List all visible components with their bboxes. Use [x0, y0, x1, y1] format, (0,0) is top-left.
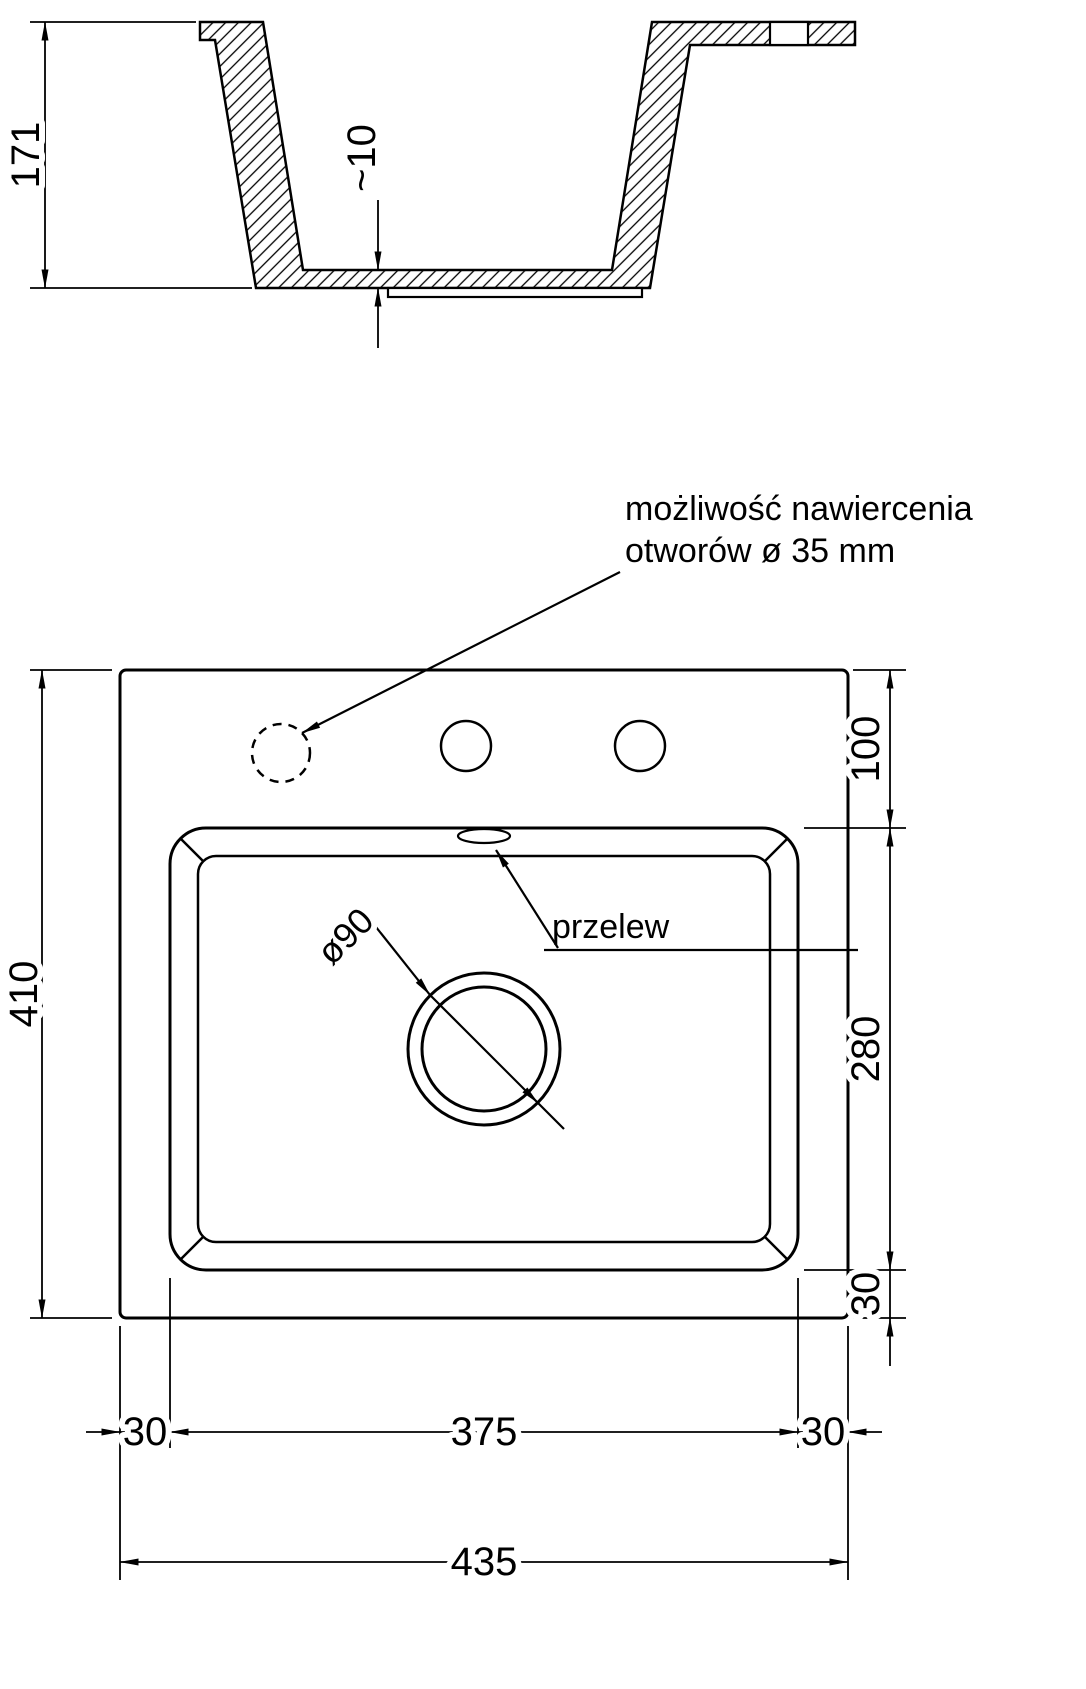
overflow-annotation: przelew	[495, 849, 858, 952]
overflow-leader	[495, 849, 559, 949]
cross-section-view: 171 ~10	[0, 20, 857, 348]
dim-total-height-410: 410	[0, 669, 112, 1319]
dim-bottom-thickness: ~10	[334, 118, 390, 348]
overflow-label: przelew	[552, 908, 670, 946]
dim-total-width-label: 435	[451, 1540, 518, 1584]
drill-note-line1: możliwość nawiercenia	[625, 490, 973, 528]
drain-outer-circle	[406, 971, 562, 1127]
drain-diameter-leader	[371, 921, 431, 996]
drain-diameter-overshoot	[537, 1102, 565, 1130]
drill-note-leader	[301, 571, 621, 734]
deck-hole	[768, 20, 810, 47]
dim-height-171-label: 171	[4, 122, 48, 189]
drill-hole-dashed-circle	[250, 722, 312, 784]
drain-diameter-label: ø90	[309, 900, 382, 973]
dim-basin-width-label: 375	[451, 1410, 518, 1454]
dim-basin-length-label: 280	[844, 1016, 888, 1083]
dim-right-chain: 100 280 30	[804, 669, 906, 1366]
drill-note-line2: otworów ø 35 mm	[625, 532, 895, 570]
basin-inner-rim	[196, 854, 772, 1244]
dim-total-height-label: 410	[2, 961, 46, 1028]
faucet-hole-right	[613, 719, 667, 773]
dim-bottom-chain: 30 375 30 435	[86, 1278, 882, 1590]
dim-height-171: 171	[0, 21, 252, 289]
dim-right-margin-label: 30	[801, 1410, 846, 1454]
dim-bottom-margin-label: 30	[844, 1272, 888, 1317]
top-view: możliwość nawiercenia otworów ø 35 mm pr…	[0, 490, 973, 1590]
dim-bottom-thickness-label: ~10	[340, 124, 384, 192]
sink-outline	[118, 668, 850, 1320]
overflow-slot	[456, 827, 512, 845]
drain-diameter-line	[429, 994, 539, 1104]
basin-corner-chamfers	[180, 838, 788, 1260]
drill-note: możliwość nawiercenia otworów ø 35 mm	[301, 490, 973, 734]
dim-deck-offset-label: 100	[844, 716, 888, 783]
section-profile	[198, 20, 857, 290]
faucet-hole-left	[439, 719, 493, 773]
dim-left-margin-label: 30	[123, 1410, 168, 1454]
drain-inner-circle	[420, 985, 548, 1113]
drain-boss	[386, 286, 644, 299]
